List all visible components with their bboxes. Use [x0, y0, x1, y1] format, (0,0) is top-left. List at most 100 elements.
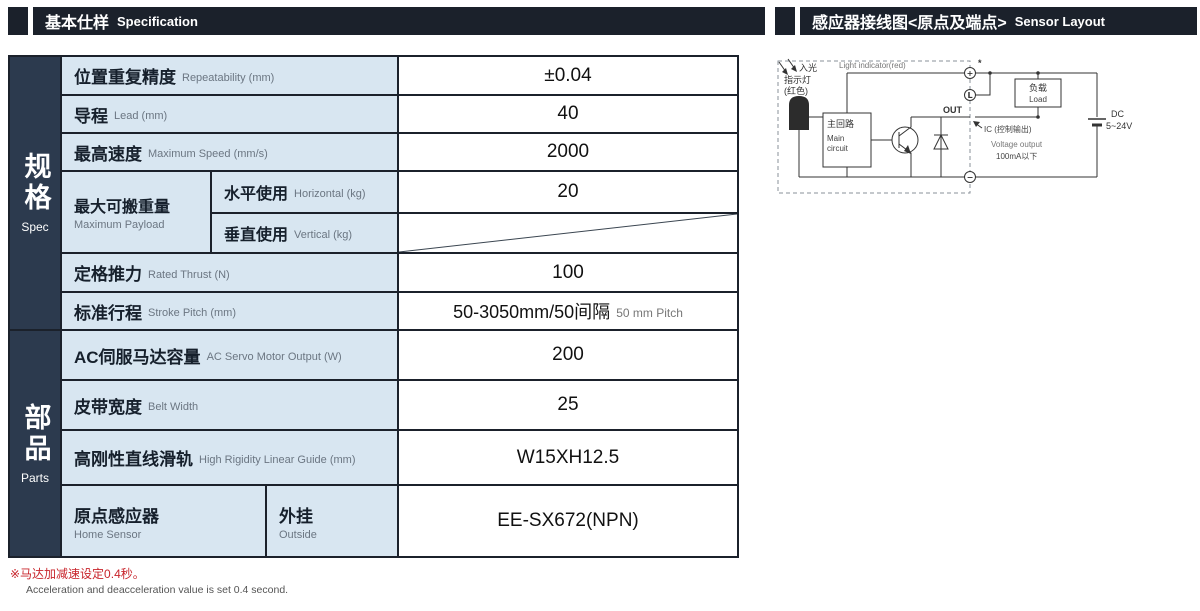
lead-zh: 导程	[74, 106, 108, 126]
battery-symbol	[1088, 73, 1106, 177]
row-thrust-value: 100	[398, 253, 738, 292]
side-label-parts-en: Parts	[20, 470, 49, 485]
sensor-wiring-diagram: 入光 指示灯 (红色) Light indicator(red) 主回路 Mai…	[775, 55, 1195, 205]
home-sensor-mount-en: Outside	[279, 528, 317, 541]
payload-vertical-zh: 垂直使用	[224, 227, 289, 244]
guide-en: High Rigidity Linear Guide (mm)	[199, 453, 356, 466]
row-home-sensor-value: EE-SX672(NPN)	[398, 485, 738, 557]
side-label-spec-zh: 规格	[20, 152, 51, 214]
ic-arrow	[973, 121, 983, 129]
stroke-zh: 标准行程	[74, 303, 142, 323]
repeatability-zh: 位置重复精度	[74, 68, 176, 87]
header-accent-square	[775, 7, 795, 35]
spec-header-bar: 基本仕样 Specification	[33, 7, 765, 35]
belt-en: Belt Width	[148, 401, 199, 413]
row-stroke-value: 50-3050mm/50间隔 50 mm Pitch	[398, 292, 738, 330]
row-motor-value: 200	[398, 330, 738, 380]
row-payload-label: 最大可搬重量 Maximum Payload	[61, 171, 211, 253]
max-speed-en: Maximum Speed (mm/s)	[148, 148, 268, 160]
side-label-parts: 部品 Parts	[9, 330, 61, 557]
terminal-plus-glyph: +	[967, 69, 974, 78]
row-home-sensor-mount: 外挂 Outside	[266, 485, 398, 557]
dc-range-label: 5~24V	[1106, 121, 1132, 131]
motor-zh: AC伺服马达容量	[74, 347, 201, 367]
terminal-minus-glyph: −	[967, 173, 974, 182]
external-wiring	[975, 71, 1097, 178]
footnote-en: Acceleration and deacceleration value is…	[26, 584, 289, 596]
guide-zh: 高刚性直线滑轨	[74, 450, 193, 469]
row-belt-label: 皮带宽度 Belt Width	[61, 380, 398, 430]
thrust-zh: 定格推力	[74, 265, 142, 284]
motor-en: AC Servo Motor Output (W)	[206, 351, 342, 363]
row-belt-value: 25	[398, 380, 738, 430]
sensor-section-header: 感应器接线图<原点及端点> Sensor Layout	[775, 7, 1197, 35]
stroke-value-main: 50-3050mm/50间隔	[453, 302, 611, 322]
stroke-value-sub: 50 mm Pitch	[616, 306, 683, 320]
transistor-symbol	[891, 117, 919, 177]
ic-label: IC (控制输出)	[984, 124, 1032, 134]
sensor-header-title-en: Sensor Layout	[1014, 13, 1105, 29]
row-guide-label: 高刚性直线滑轨 High Rigidity Linear Guide (mm)	[61, 430, 398, 485]
main-circuit-box	[822, 112, 872, 168]
load-box	[1014, 78, 1062, 108]
voltage-output-label: Voltage output	[991, 140, 1043, 149]
repeatability-en: Repeatability (mm)	[182, 71, 275, 84]
row-payload-horizontal-label: 水平使用 Horizontal (kg)	[211, 171, 398, 213]
max-speed-zh: 最高速度	[74, 144, 142, 164]
row-thrust-label: 定格推力 Rated Thrust (N)	[61, 253, 398, 292]
specification-table: 规格 Spec 部品 Parts 位置重复精度 Repeatability (m…	[8, 55, 739, 558]
led-label-line1: 入光	[799, 62, 817, 73]
row-home-sensor-label: 原点感应器 Home Sensor	[61, 485, 266, 557]
side-label-parts-zh: 部品	[20, 402, 51, 465]
row-lead-label: 导程 Lead (mm)	[61, 95, 398, 133]
main-circuit-zh: 主回路	[827, 118, 854, 129]
load-zh: 负载	[1029, 82, 1047, 93]
row-guide-value: W15XH12.5	[398, 430, 738, 485]
row-max-speed-value: 2000	[398, 133, 738, 171]
row-motor-label: AC伺服马达容量 AC Servo Motor Output (W)	[61, 330, 398, 380]
spec-section-header: 基本仕样 Specification	[8, 7, 765, 35]
light-rays-icon	[778, 58, 797, 75]
not-applicable-diagonal	[399, 214, 737, 252]
spec-header-title-zh: 基本仕样	[45, 15, 110, 32]
thrust-en: Rated Thrust (N)	[148, 268, 230, 281]
payload-horizontal-zh: 水平使用	[224, 186, 289, 203]
spec-header-title-en: Specification	[117, 13, 198, 29]
row-stroke-label: 标准行程 Stroke Pitch (mm)	[61, 292, 398, 330]
row-repeatability-value: ±0.04	[398, 56, 738, 95]
row-repeatability-label: 位置重复精度 Repeatability (mm)	[61, 56, 398, 95]
home-sensor-zh: 原点感应器	[74, 506, 159, 526]
row-payload-vertical-value	[398, 213, 738, 253]
load-en: Load	[1029, 95, 1047, 104]
stroke-en: Stroke Pitch (mm)	[148, 307, 237, 319]
payload-horizontal-en: Horizontal (kg)	[294, 188, 366, 200]
side-label-spec-en: Spec	[21, 220, 49, 234]
footnote-zh: ※马达加减速设定0.4秒。	[10, 567, 145, 581]
light-indicator-label: Light indicator(red)	[839, 61, 906, 70]
sensor-dashed-boundary	[777, 60, 971, 194]
main-circuit-en1: Main	[827, 134, 844, 143]
home-sensor-en: Home Sensor	[74, 528, 142, 541]
row-payload-horizontal-value: 20	[398, 171, 738, 213]
led-label-line3: (红色)	[784, 85, 808, 96]
lead-en: Lead (mm)	[114, 110, 168, 122]
belt-zh: 皮带宽度	[74, 397, 142, 417]
terminal-l-glyph: L	[967, 91, 972, 100]
asterisk-mark: *	[978, 58, 982, 68]
out-label: OUT	[943, 105, 963, 115]
diode-symbol	[933, 117, 949, 177]
row-max-speed-label: 最高速度 Maximum Speed (mm/s)	[61, 133, 398, 171]
payload-en: Maximum Payload	[74, 219, 165, 231]
dc-label: DC	[1111, 109, 1124, 119]
payload-vertical-en: Vertical (kg)	[294, 229, 353, 241]
current-limit-label: 100mA以下	[996, 152, 1037, 161]
led-label-line2: 指示灯	[784, 74, 811, 85]
side-label-spec: 规格 Spec	[9, 56, 61, 330]
row-payload-vertical-label: 垂直使用 Vertical (kg)	[211, 213, 398, 253]
led-symbol	[789, 96, 809, 130]
header-accent-square	[8, 7, 28, 35]
main-circuit-en2: circuit	[827, 144, 849, 153]
home-sensor-mount-zh: 外挂	[279, 506, 313, 526]
payload-zh: 最大可搬重量	[74, 199, 171, 216]
sensor-header-bar: 感应器接线图<原点及端点> Sensor Layout	[800, 7, 1197, 35]
